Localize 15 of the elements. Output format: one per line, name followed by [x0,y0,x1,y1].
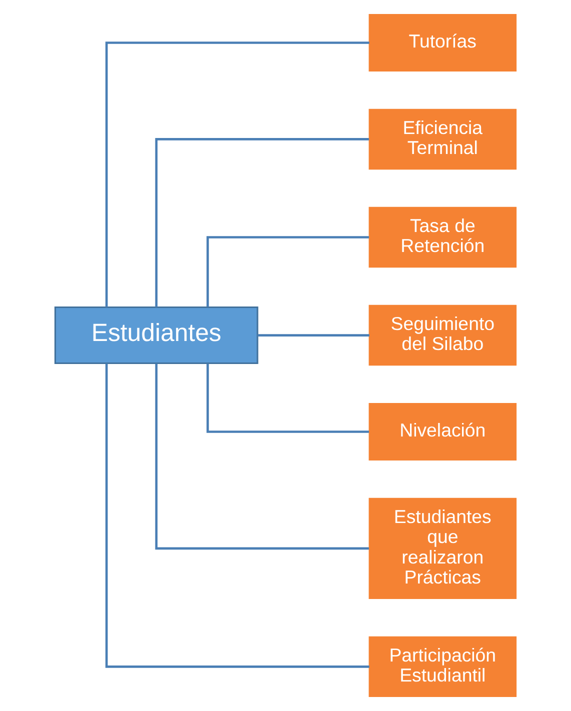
node-box: Estudiantes [54,306,258,364]
connector [155,364,369,550]
node-box: Estudiantes que realizaron Prácticas [368,498,517,599]
connector [206,236,369,307]
node-box: Participación Estudiantil [368,636,517,698]
connector [258,334,370,336]
node-box: Nivelación [368,402,517,461]
connector [105,42,370,308]
connector [105,364,370,668]
node-box: Tasa de Retención [368,206,517,268]
node-box: Tutorías [368,14,517,72]
node-box: Seguimiento del Silabo [368,304,517,366]
connector [206,364,369,433]
connector [155,138,369,308]
node-box: Eficiencia Terminal [368,108,517,170]
